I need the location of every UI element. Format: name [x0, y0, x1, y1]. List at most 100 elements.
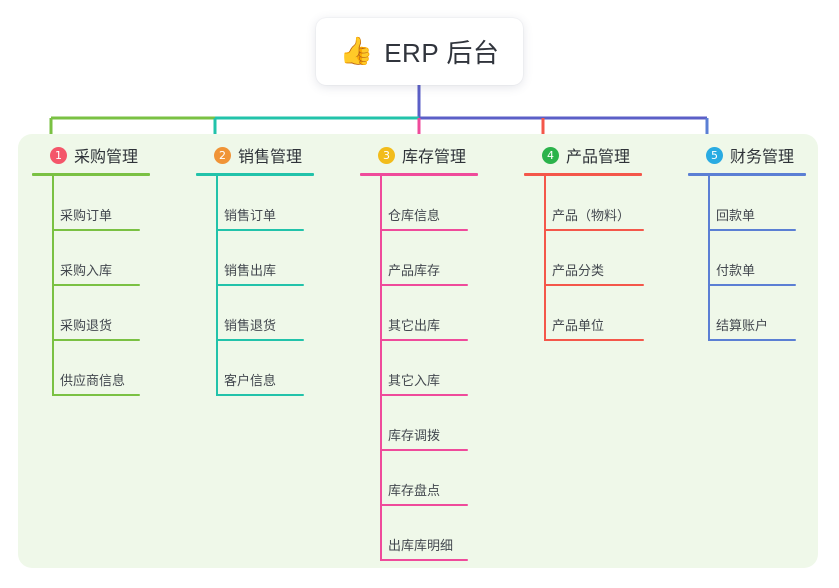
branch-header-4[interactable]: 4 产品管理: [524, 142, 674, 168]
leaf-underline: [380, 449, 468, 451]
leaf-list: 仓库信息产品库存其它出库其它入库库存调拨库存盘点出库库明细: [360, 176, 510, 561]
leaf-underline: [380, 339, 468, 341]
leaf-underline: [216, 394, 304, 396]
leaf-item[interactable]: 采购退货: [32, 286, 182, 341]
leaf-item[interactable]: 仓库信息: [360, 176, 510, 231]
leaf-label: 采购订单: [60, 208, 113, 223]
leaf-label: 产品分类: [552, 263, 605, 278]
leaf-underline: [52, 284, 140, 286]
leaf-list: 产品（物料） 产品分类产品单位: [524, 176, 674, 341]
leaf-item[interactable]: 库存调拨: [360, 396, 510, 451]
leaf-underline: [380, 394, 468, 396]
branch-column-4: 4 产品管理产品（物料） 产品分类产品单位: [524, 142, 674, 341]
leaf-underline: [544, 339, 644, 341]
branch-number-badge: 2: [214, 146, 231, 164]
branch-column-1: 1 采购管理采购订单采购入库采购退货供应商信息: [32, 142, 182, 396]
branch-column-2: 2 销售管理销售订单销售出库销售退货客户信息: [196, 142, 346, 396]
branch-number-badge: 4: [542, 146, 559, 164]
branch-underline: [688, 173, 806, 176]
leaf-underline: [380, 229, 468, 231]
branch-number-badge: 5: [706, 146, 723, 164]
leaf-stem: [216, 176, 218, 396]
leaf-item[interactable]: 回款单: [688, 176, 816, 231]
leaf-underline: [52, 394, 140, 396]
branch-number-badge: 1: [50, 146, 67, 164]
branch-underline: [360, 173, 478, 176]
leaf-label: 库存盘点: [388, 483, 441, 498]
leaf-item[interactable]: 产品分类: [524, 231, 674, 286]
branch-title: 财务管理: [730, 149, 795, 166]
branch-underline: [32, 173, 150, 176]
branch-title: 销售管理: [238, 149, 303, 166]
leaf-item[interactable]: 销售出库: [196, 231, 346, 286]
leaf-item[interactable]: 结算账户: [688, 286, 816, 341]
leaf-item[interactable]: 采购订单: [32, 176, 182, 231]
branch-header-2[interactable]: 2 销售管理: [196, 142, 346, 168]
leaf-underline: [52, 229, 140, 231]
leaf-item[interactable]: 其它入库: [360, 341, 510, 396]
leaf-item[interactable]: 产品单位: [524, 286, 674, 341]
leaf-list: 采购订单采购入库采购退货供应商信息: [32, 176, 182, 396]
leaf-label: 结算账户: [716, 318, 769, 333]
leaf-label: 产品单位: [552, 318, 605, 333]
leaf-underline: [708, 284, 796, 286]
branch-column-3: 3 库存管理仓库信息产品库存其它出库其它入库库存调拨库存盘点出库库明细: [360, 142, 510, 561]
leaf-item[interactable]: 出库库明细: [360, 506, 510, 561]
leaf-label: 客户信息: [224, 373, 277, 388]
leaf-label: 仓库信息: [388, 208, 441, 223]
root-node-title: ERP 后台: [384, 38, 500, 68]
leaf-item[interactable]: 产品库存: [360, 231, 510, 286]
leaf-item[interactable]: 产品（物料）: [524, 176, 674, 231]
leaf-label: 其它出库: [388, 318, 441, 333]
branch-header-3[interactable]: 3 库存管理: [360, 142, 510, 168]
leaf-item[interactable]: 其它出库: [360, 286, 510, 341]
leaf-item[interactable]: 付款单: [688, 231, 816, 286]
leaf-item[interactable]: 客户信息: [196, 341, 346, 396]
branch-number-badge: 3: [378, 146, 395, 164]
leaf-underline: [216, 284, 304, 286]
leaf-underline: [708, 339, 796, 341]
leaf-item[interactable]: 销售订单: [196, 176, 346, 231]
leaf-label: 付款单: [716, 263, 756, 278]
leaf-list: 销售订单销售出库销售退货客户信息: [196, 176, 346, 396]
leaf-underline: [544, 284, 644, 286]
root-node-card[interactable]: 👍 ERP 后台: [316, 18, 523, 85]
leaf-underline: [52, 339, 140, 341]
leaf-item[interactable]: 采购入库: [32, 231, 182, 286]
leaf-label: 销售订单: [224, 208, 277, 223]
leaf-label: 回款单: [716, 208, 756, 223]
leaf-underline: [380, 504, 468, 506]
leaf-label: 出库库明细: [388, 538, 454, 553]
leaf-label: 其它入库: [388, 373, 441, 388]
leaf-stem: [708, 176, 710, 341]
leaf-label: 产品（物料）: [552, 208, 631, 223]
branch-header-1[interactable]: 1 采购管理: [32, 142, 182, 168]
branch-title: 库存管理: [402, 149, 467, 166]
diagram-panel: [18, 134, 818, 568]
thumbs-up-icon: 👍: [339, 36, 374, 66]
branch-underline: [524, 173, 642, 176]
branch-underline: [196, 173, 314, 176]
branch-title: 产品管理: [566, 149, 631, 166]
leaf-list: 回款单付款单结算账户: [688, 176, 816, 341]
branch-title: 采购管理: [74, 149, 139, 166]
leaf-stem: [52, 176, 54, 396]
leaf-stem: [544, 176, 546, 341]
leaf-underline: [380, 284, 468, 286]
leaf-label: 供应商信息: [60, 373, 126, 388]
leaf-item[interactable]: 销售退货: [196, 286, 346, 341]
leaf-underline: [544, 229, 644, 231]
leaf-item[interactable]: 供应商信息: [32, 341, 182, 396]
branch-header-5[interactable]: 5 财务管理: [688, 142, 816, 168]
leaf-label: 销售退货: [224, 318, 277, 333]
leaf-label: 销售出库: [224, 263, 277, 278]
leaf-label: 采购入库: [60, 263, 113, 278]
leaf-label: 库存调拨: [388, 428, 441, 443]
leaf-underline: [708, 229, 796, 231]
leaf-underline: [216, 339, 304, 341]
leaf-item[interactable]: 库存盘点: [360, 451, 510, 506]
leaf-stem: [380, 176, 382, 561]
leaf-underline: [380, 559, 468, 561]
leaf-label: 产品库存: [388, 263, 441, 278]
branch-column-5: 5 财务管理回款单付款单结算账户: [688, 142, 816, 341]
